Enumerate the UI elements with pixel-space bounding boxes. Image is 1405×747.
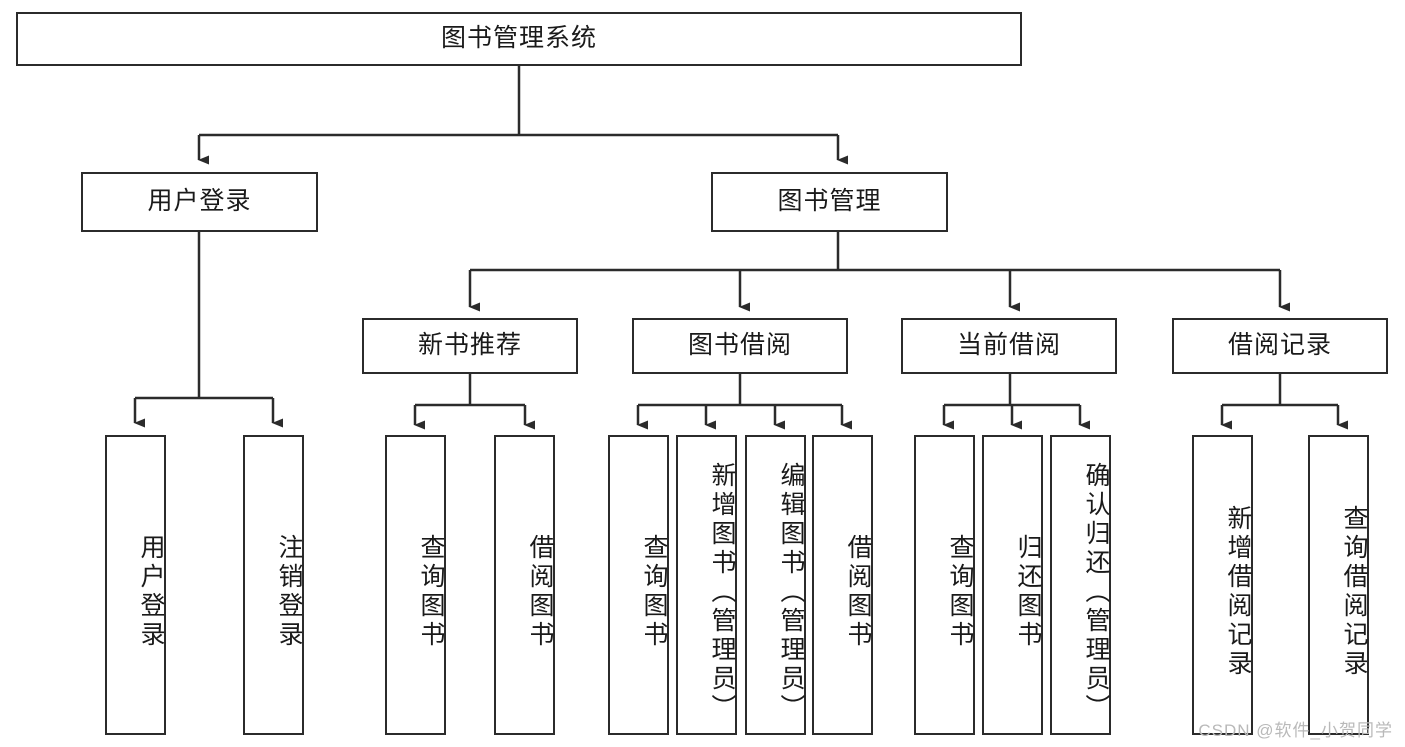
- node-label: 用户登录: [147, 187, 252, 216]
- node-label: 新增借阅记录: [1224, 505, 1252, 679]
- node-label: 确认归还（管理员）: [1082, 461, 1110, 723]
- leaf-user-login-signin[interactable]: 用户登录: [105, 435, 166, 735]
- node-label: 借阅图书: [526, 534, 554, 650]
- node-book-management[interactable]: 图书管理: [711, 172, 948, 232]
- node-label: 查询借阅记录: [1340, 505, 1368, 679]
- node-label: 编辑图书（管理员）: [777, 461, 805, 723]
- leaf-borrow-query-book[interactable]: 查询图书: [608, 435, 669, 735]
- node-label: 查询图书: [417, 534, 445, 650]
- node-label: 新增图书（管理员）: [708, 461, 736, 723]
- leaf-current-confirm-return-admin[interactable]: 确认归还（管理员）: [1050, 435, 1111, 735]
- node-borrow-record[interactable]: 借阅记录: [1172, 318, 1388, 374]
- node-label: 查询图书: [640, 534, 668, 650]
- leaf-recommend-borrow-book[interactable]: 借阅图书: [494, 435, 555, 735]
- node-label: 图书管理系统: [440, 24, 597, 53]
- leaf-current-query-book[interactable]: 查询图书: [914, 435, 975, 735]
- csdn-watermark: CSDN @软件_小贺同学: [1198, 721, 1393, 740]
- node-book-borrow[interactable]: 图书借阅: [632, 318, 848, 374]
- leaf-borrow-edit-book-admin[interactable]: 编辑图书（管理员）: [745, 435, 806, 735]
- node-label: 用户登录: [137, 534, 165, 650]
- leaf-recommend-query-book[interactable]: 查询图书: [385, 435, 446, 735]
- node-label: 新书推荐: [417, 331, 522, 360]
- node-current-borrow[interactable]: 当前借阅: [901, 318, 1117, 374]
- node-user-login[interactable]: 用户登录: [81, 172, 318, 232]
- leaf-user-login-signout[interactable]: 注销登录: [243, 435, 304, 735]
- node-label: 借阅图书: [844, 534, 872, 650]
- leaf-record-add-record[interactable]: 新增借阅记录: [1192, 435, 1253, 735]
- leaf-borrow-borrow-book[interactable]: 借阅图书: [812, 435, 873, 735]
- leaf-current-return-book[interactable]: 归还图书: [982, 435, 1043, 735]
- node-label: 当前借阅: [956, 331, 1061, 360]
- node-root-system[interactable]: 图书管理系统: [16, 12, 1022, 66]
- node-label: 图书借阅: [687, 331, 792, 360]
- node-label: 查询图书: [946, 534, 974, 650]
- node-label: 注销登录: [275, 534, 303, 650]
- node-label: 借阅记录: [1227, 331, 1332, 360]
- node-label: 归还图书: [1014, 534, 1042, 650]
- leaf-record-query-record[interactable]: 查询借阅记录: [1308, 435, 1369, 735]
- leaf-borrow-add-book-admin[interactable]: 新增图书（管理员）: [676, 435, 737, 735]
- node-label: 图书管理: [777, 187, 882, 216]
- node-new-book-recommend[interactable]: 新书推荐: [362, 318, 578, 374]
